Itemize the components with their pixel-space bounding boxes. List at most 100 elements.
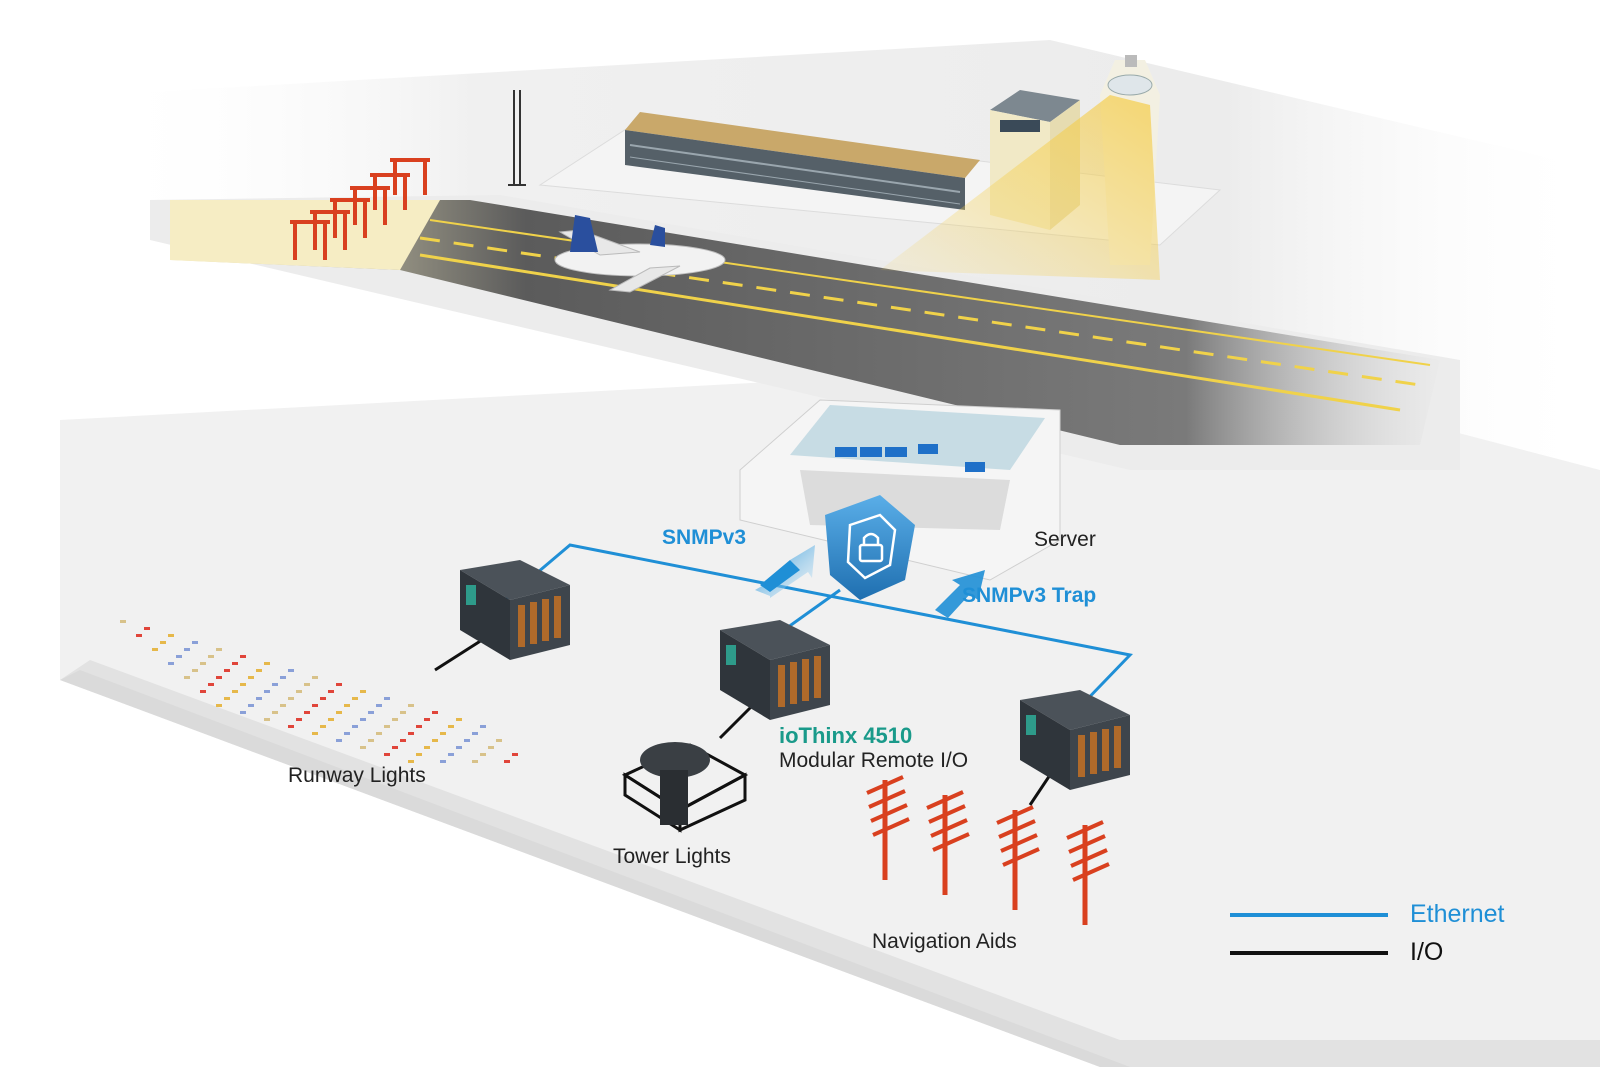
runway-light — [288, 669, 294, 672]
iothinx-module-2 — [720, 620, 830, 720]
runway-light — [352, 725, 358, 728]
runway-light — [208, 655, 214, 658]
runway-light — [384, 725, 390, 728]
runway-light — [424, 718, 430, 721]
nav-aid-arm — [872, 817, 910, 837]
nav-aid-arm — [996, 805, 1034, 825]
runway-light — [192, 641, 198, 644]
runway-light — [496, 739, 502, 742]
runway-light — [456, 746, 462, 749]
product-name-label: ioThinx 4510 — [779, 723, 913, 748]
runway-light — [256, 669, 262, 672]
legend: Ethernet I/O — [1230, 900, 1550, 980]
runway-light — [224, 697, 230, 700]
runway-light — [288, 725, 294, 728]
runway-light — [288, 697, 294, 700]
runway-light — [464, 739, 470, 742]
runway-light — [280, 704, 286, 707]
runway-light — [352, 697, 358, 700]
arrow-down-left-icon — [755, 545, 815, 598]
runway-light — [200, 662, 206, 665]
runway-light — [504, 760, 510, 763]
radio-mast — [508, 90, 526, 186]
nav-aid-arm — [1072, 862, 1110, 882]
runway-light — [176, 655, 182, 658]
runway-light — [344, 704, 350, 707]
runway-light — [488, 746, 494, 749]
iothinx-module-3 — [1020, 690, 1130, 790]
legend-line-io — [1230, 951, 1388, 955]
runway-light — [312, 676, 318, 679]
runway-light — [448, 725, 454, 728]
runway-light — [248, 676, 254, 679]
nav-aid-arm — [866, 775, 904, 795]
snmpv3-trap-label: SNMPv3 Trap — [962, 584, 1097, 607]
runway-light — [152, 648, 158, 651]
runway-light — [456, 718, 462, 721]
runway-light — [208, 683, 214, 686]
runway-light — [216, 676, 222, 679]
runway-light — [136, 634, 142, 637]
runway-light — [224, 669, 230, 672]
nav-aid-arm — [1070, 848, 1108, 868]
runway-light — [336, 739, 342, 742]
product-desc-label: Modular Remote I/O — [779, 749, 969, 772]
runway-light — [480, 753, 486, 756]
nav-aid-arm — [1002, 847, 1040, 867]
runway-light — [424, 746, 430, 749]
runway-light — [392, 718, 398, 721]
runway-light — [272, 711, 278, 714]
runway-light — [400, 739, 406, 742]
nav-aid-arm — [928, 804, 966, 824]
legend-item-ethernet: Ethernet — [1230, 900, 1550, 930]
runway-light — [392, 746, 398, 749]
runway-light — [328, 690, 334, 693]
legend-label-ethernet: Ethernet — [1410, 900, 1505, 928]
nav-aid-arm — [1000, 833, 1038, 853]
runway-light — [408, 704, 414, 707]
runway-light — [296, 690, 302, 693]
runway-light — [264, 718, 270, 721]
runway-light — [376, 704, 382, 707]
nav-aid-arm — [868, 789, 906, 809]
runway-light — [408, 732, 414, 735]
nav-aid-arm — [1068, 834, 1106, 854]
runway-light — [240, 683, 246, 686]
runway-light — [248, 704, 254, 707]
nav-aid-arm — [1066, 820, 1104, 840]
approach-light-gates — [290, 158, 430, 260]
runway-light — [216, 648, 222, 651]
runway-light — [440, 732, 446, 735]
runway-light — [360, 690, 366, 693]
nav-aid-arm — [930, 818, 968, 838]
runway-light — [400, 711, 406, 714]
runway-light — [480, 725, 486, 728]
runway-light — [216, 704, 222, 707]
runway-light — [192, 669, 198, 672]
runway-light — [416, 725, 422, 728]
runway-light — [304, 711, 310, 714]
runway-light — [328, 718, 334, 721]
lock-shield-icon — [825, 495, 915, 600]
iothinx-module-1 — [460, 560, 570, 660]
tower-lights-label: Tower Lights — [613, 845, 731, 868]
runway — [150, 195, 1460, 470]
runway-light — [432, 739, 438, 742]
runway-light — [376, 732, 382, 735]
runway-light — [264, 690, 270, 693]
runway-light — [368, 711, 374, 714]
runway-light — [304, 683, 310, 686]
runway-light — [440, 760, 446, 763]
runway-light — [448, 753, 454, 756]
runway-lights-label: Runway Lights — [288, 764, 426, 787]
legend-label-io: I/O — [1410, 938, 1444, 966]
ground-lower — [60, 360, 1600, 1067]
runway-light — [232, 662, 238, 665]
nav-aid-arm — [998, 819, 1036, 839]
runway-light — [336, 683, 342, 686]
navigation-aids-label: Navigation Aids — [872, 930, 1017, 953]
runway-light — [432, 711, 438, 714]
runway-light — [168, 634, 174, 637]
runway-light — [320, 725, 326, 728]
